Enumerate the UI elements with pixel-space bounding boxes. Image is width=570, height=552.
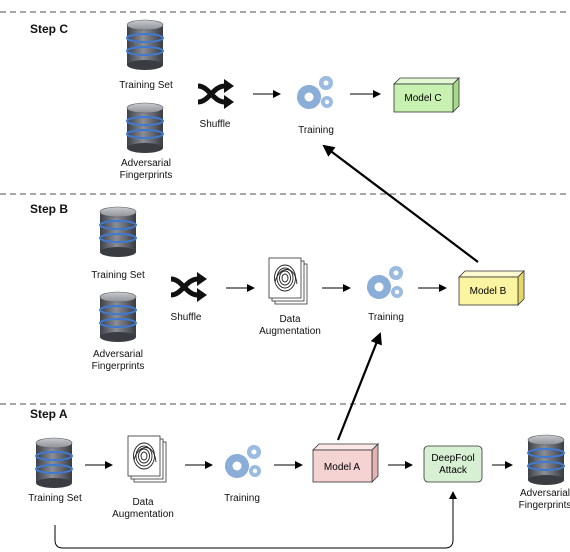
gears-icon	[225, 445, 261, 478]
training-label: Training	[298, 125, 334, 136]
step-a-title: Step A	[30, 407, 68, 421]
adversarial-fingerprints-label: Adversarial Fingerprints	[91, 349, 145, 372]
adversarial-fingerprints-label: Adversarial Fingerprints	[518, 488, 570, 511]
training-set-label: Training Set	[119, 80, 173, 91]
gears-icon	[297, 76, 333, 109]
database-icon	[527, 434, 565, 486]
database-icon	[126, 19, 164, 71]
fingerprint-stack-icon	[127, 435, 167, 483]
shuffle-icon	[198, 79, 234, 109]
gears-icon	[367, 266, 403, 299]
arrow-model-a-to-training-b	[336, 332, 382, 441]
training-set-label: Training Set	[91, 270, 145, 281]
training-set-label: Training Set	[28, 493, 82, 504]
step-b-title: Step B	[30, 202, 69, 216]
model-a-label: Model A	[324, 462, 360, 473]
model-b-label: Model B	[470, 286, 507, 297]
database-icon	[35, 437, 73, 489]
step-c-title: Step C	[30, 22, 69, 36]
database-icon	[126, 102, 164, 154]
training-label: Training	[368, 312, 404, 323]
database-icon	[99, 206, 137, 258]
shuffle-icon	[171, 272, 207, 302]
model-c-box: Model C	[393, 77, 460, 113]
fingerprint-stack-icon	[268, 257, 308, 305]
shuffle-label: Shuffle	[199, 119, 231, 130]
adversarial-fingerprints-label: Adversarial Fingerprints	[119, 158, 173, 181]
data-augmentation-label: Data Augmentation	[259, 314, 321, 337]
database-icon	[99, 291, 137, 343]
training-label: Training	[224, 493, 260, 504]
data-augmentation-label: Data Augmentation	[112, 497, 174, 520]
model-b-box: Model B	[458, 270, 525, 306]
shuffle-label: Shuffle	[170, 312, 202, 323]
model-a-box: Model A	[312, 443, 379, 483]
arrow-model-b-to-training-c	[322, 144, 479, 263]
feedback-arrow	[54, 491, 457, 549]
model-c-label: Model C	[404, 93, 441, 104]
